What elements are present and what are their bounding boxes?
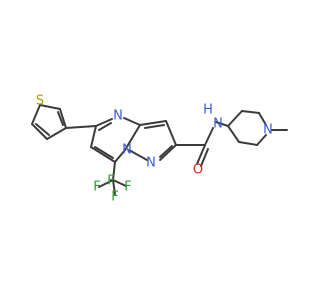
pyrazole-ring xyxy=(128,120,177,161)
piperidine-ring xyxy=(215,110,288,146)
atom-nitrogen-pyrazole: N xyxy=(146,156,156,171)
atom-oxygen: O xyxy=(193,163,203,178)
atom-fluorine-right: F xyxy=(124,180,131,195)
atom-nitrogen-piperidine: N xyxy=(263,123,273,138)
atom-nitrogen-amide: N xyxy=(213,117,223,132)
molecule-diagram: S N N N H N O N F F F F xyxy=(31,93,288,205)
atom-nitrogen-pyrimidine: N xyxy=(113,109,123,124)
atom-nitrogen-bridge: N xyxy=(122,143,132,158)
amide-group xyxy=(175,127,214,167)
atom-sulfur: S xyxy=(36,94,44,109)
atom-fluorine-bottom: F xyxy=(111,190,118,205)
trifluoromethyl-group xyxy=(98,161,127,195)
pyrimidine-ring xyxy=(90,117,141,163)
molecule-structure: S N N N H N O N F F F F xyxy=(31,94,288,205)
bond-thiophene-pyrimidine xyxy=(65,125,97,129)
atom-fluorine-left: F xyxy=(93,180,100,195)
atom-fluorine-top: F xyxy=(107,174,114,189)
thiophene-ring xyxy=(31,104,67,140)
atom-hydrogen: H xyxy=(203,103,213,118)
